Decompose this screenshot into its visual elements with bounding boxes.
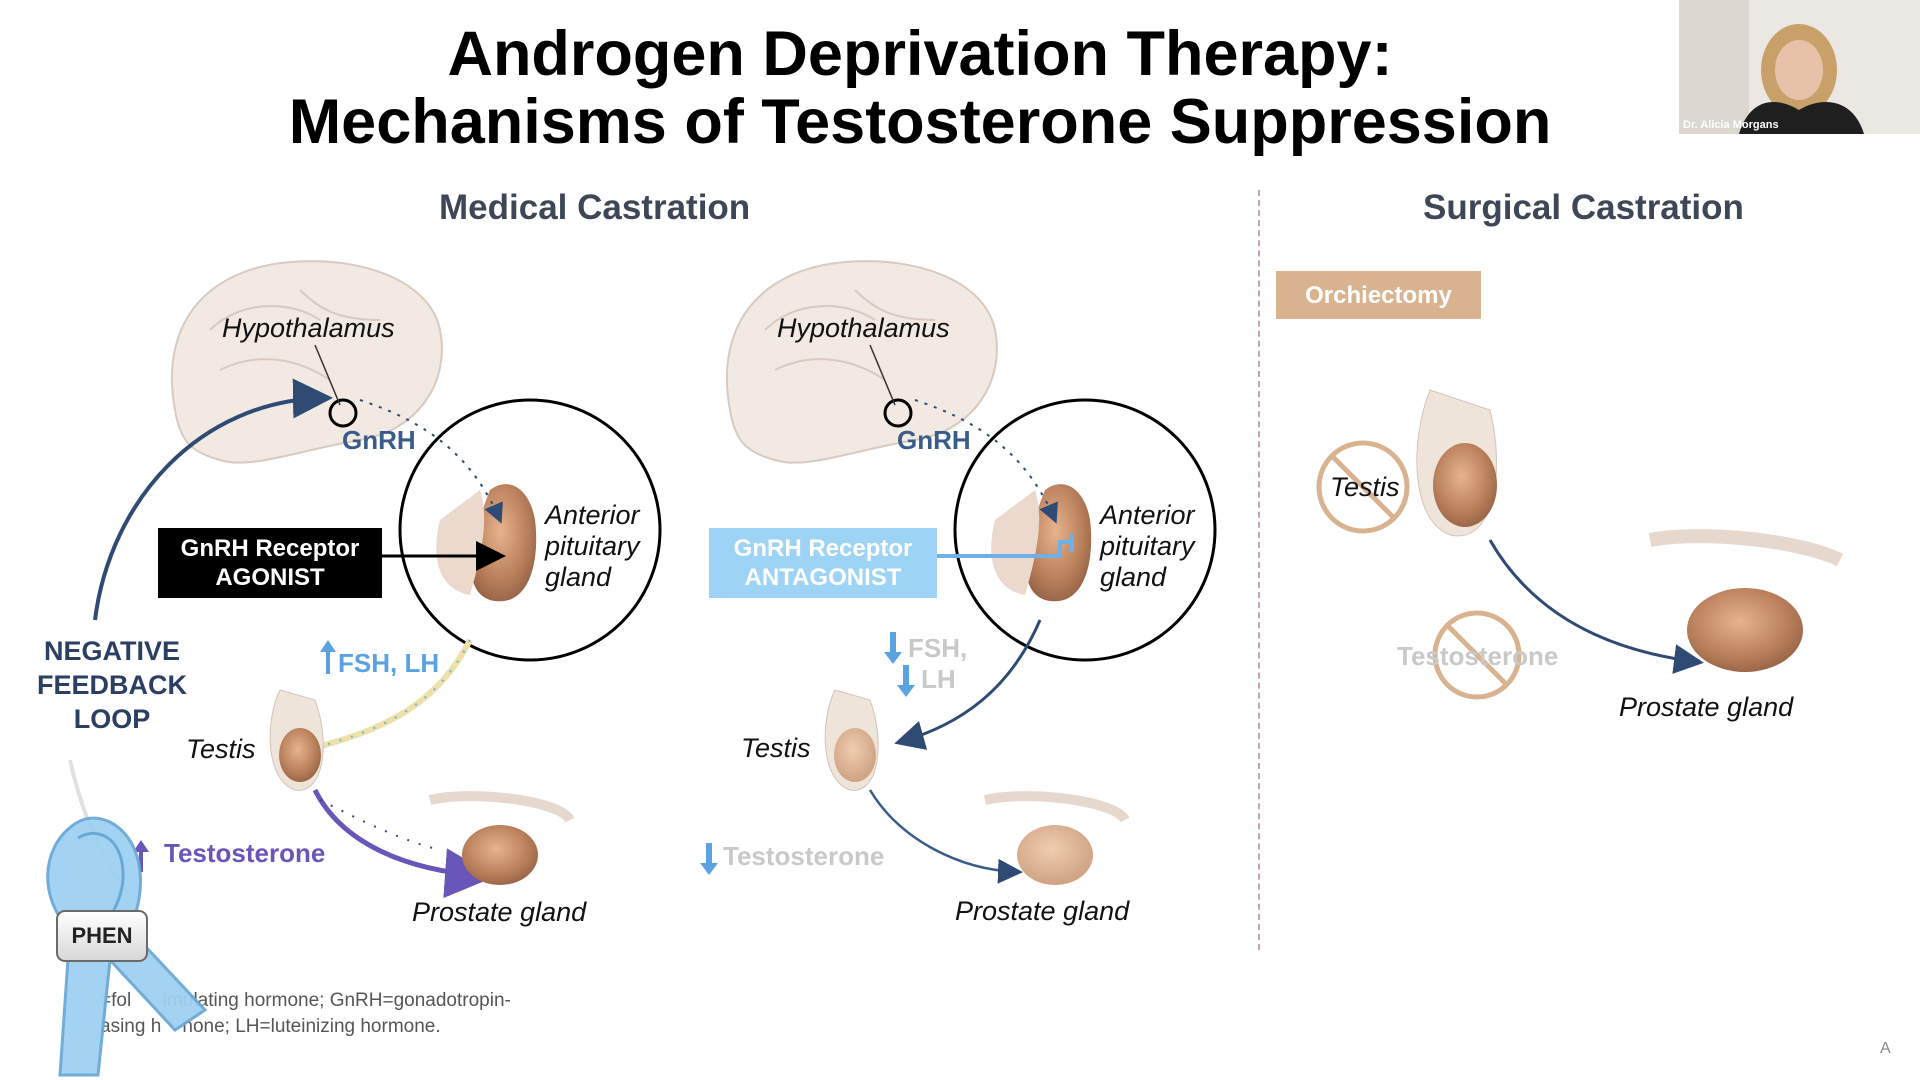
gnrh-antagonist-box: GnRH Receptor ANTAGONIST — [709, 528, 937, 598]
prostate-label-antagonist: Prostate gland — [955, 896, 1130, 926]
corner-letter: A — [1880, 1040, 1891, 1057]
testis-label-antagonist: Testis — [741, 733, 811, 763]
prostate-illustration-agonist — [428, 791, 575, 885]
brain-illustration-agonist — [170, 260, 443, 464]
fsh-lh-label-agonist: FSH, LH — [338, 648, 440, 678]
testosterone-label-surgical: Testosterone — [1397, 641, 1559, 671]
hypothalamus-label-antagonist: Hypothalamus — [777, 313, 950, 343]
negative-feedback-loop-label: NEGATIVE FEEDBACK LOOP — [36, 636, 187, 734]
footnote-abbreviations: =fol imulating hormone; GnRH=gonadotropi… — [100, 990, 511, 1037]
prostate-illustration-antagonist — [983, 791, 1130, 885]
prostate-label-surgical: Prostate gland — [1619, 692, 1794, 722]
presenter-video — [1679, 0, 1920, 134]
hypothalamus-marker-antagonist — [883, 398, 913, 428]
brain-illustration-antagonist — [725, 260, 998, 464]
gnrh-label-antagonist: GnRH — [897, 425, 971, 455]
testis-illustration-antagonist — [824, 689, 879, 791]
hypothalamus-label-agonist: Hypothalamus — [222, 313, 395, 343]
negative-feedback-arrow — [93, 378, 333, 621]
orchiectomy-box: Orchiectomy — [1276, 271, 1481, 319]
webcam-video-tile[interactable]: Dr. Alicia Morgans — [1679, 0, 1920, 134]
prostate-illustration-surgical — [1648, 529, 1844, 672]
testis-label-surgical: Testis — [1330, 472, 1400, 502]
fsh-label-antagonist: FSH, — [908, 633, 968, 663]
testis-label-agonist: Testis — [186, 734, 256, 764]
slide-title-line1: Androgen Deprivation Therapy: — [447, 19, 1393, 89]
antagonist-block-line — [937, 540, 1072, 558]
section-medical-castration: Medical Castration — [439, 188, 751, 227]
testis-illustration-surgical — [1416, 389, 1498, 537]
section-surgical-castration: Surgical Castration — [1423, 188, 1744, 227]
prostate-label-agonist: Prostate gland — [412, 897, 587, 927]
section-divider — [1258, 190, 1260, 950]
testis-illustration-agonist — [269, 689, 324, 791]
no-testosterone-icon — [1432, 610, 1522, 700]
phen-badge: PHEN — [56, 910, 148, 962]
lh-label-antagonist: LH — [921, 664, 956, 694]
no-testis-icon — [1316, 440, 1410, 534]
gnrh-agonist-box: GnRH Receptor AGONIST — [158, 528, 382, 598]
presenter-name-label: Dr. Alicia Morgans — [1683, 119, 1779, 131]
gnrh-label-agonist: GnRH — [342, 425, 416, 455]
testosterone-label-antagonist: Testosterone — [723, 841, 885, 871]
testosterone-label-agonist: Testosterone — [164, 838, 326, 868]
slide-title-line2: Mechanisms of Testosterone Suppression — [288, 87, 1552, 157]
pituitary-label-antagonist: Anterior pituitary gland — [1100, 500, 1195, 592]
pituitary-label-agonist: Anterior pituitary gland — [545, 500, 640, 592]
